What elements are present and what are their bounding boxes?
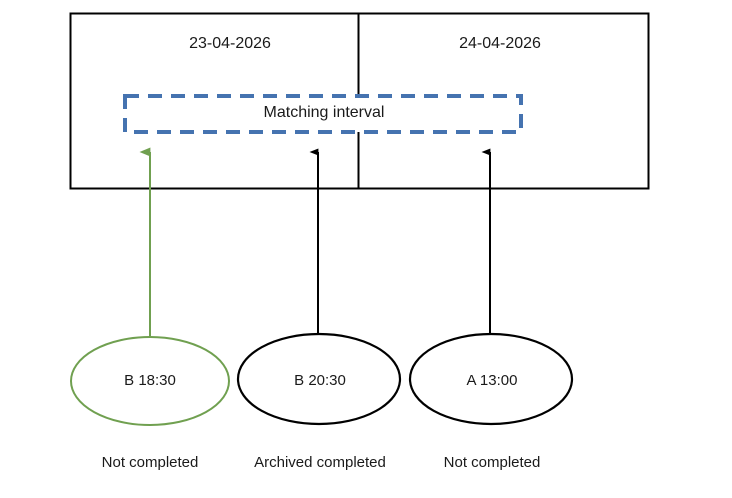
- node-label-0: B 18:30: [124, 372, 176, 389]
- node-label-1: B 20:30: [294, 372, 346, 389]
- status-caption-1: Archived completed: [254, 454, 386, 471]
- date-column-header-left: 23-04-2026: [189, 35, 271, 52]
- node-ellipse-1: [236, 332, 402, 426]
- matching-interval-box: [123, 94, 523, 134]
- node-ellipse-2: [408, 332, 574, 426]
- date-column-header-right: 24-04-2026: [459, 35, 541, 52]
- node-label-2: A 13:00: [466, 372, 518, 389]
- node-ellipse-0: [70, 336, 230, 426]
- status-caption-0: Not completed: [101, 454, 199, 471]
- status-caption-2: Not completed: [443, 454, 541, 471]
- matching-interval-label: Matching interval: [263, 104, 385, 121]
